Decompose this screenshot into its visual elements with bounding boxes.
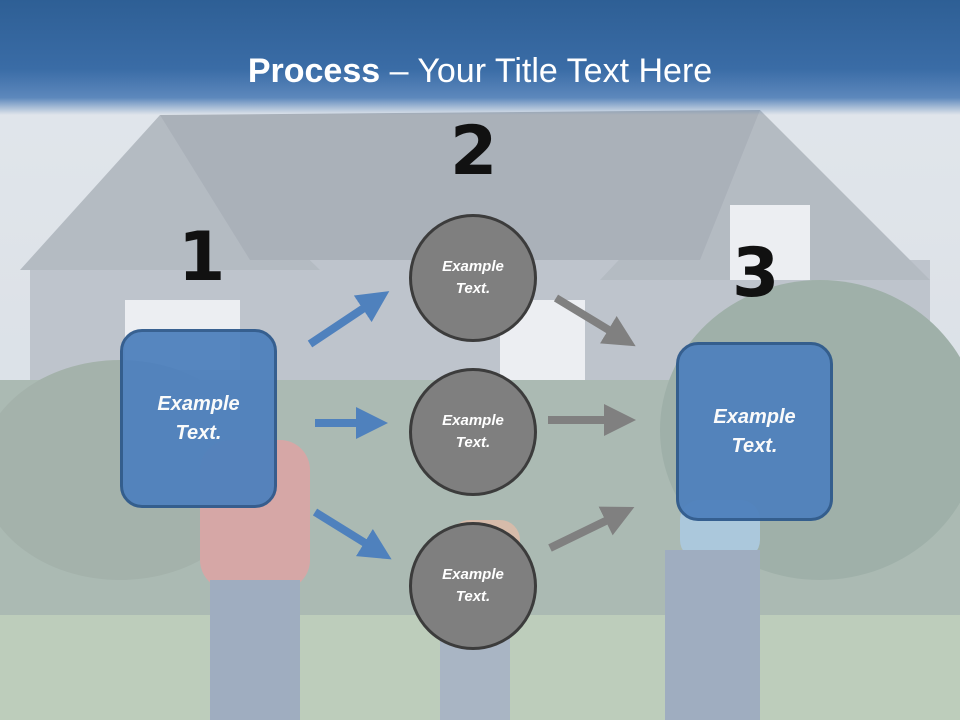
step-1-box: Example Text. <box>120 329 277 508</box>
title-bar <box>0 0 960 115</box>
step-2-circle-middle: Example Text. <box>409 368 537 496</box>
step-2-circle-bottom: Example Text. <box>409 522 537 650</box>
circle-label-middle: Example Text. <box>442 411 504 452</box>
step-number-2: 2 <box>450 112 498 191</box>
page-title: Process – Your Title Text Here <box>0 52 960 91</box>
title-bold: Process <box>247 52 381 90</box>
step-number-3: 3 <box>732 234 780 313</box>
circle-label-top: Example Text. <box>442 257 504 298</box>
arrow-1-to-2-bottom <box>312 508 392 560</box>
arrow-2-to-3-top <box>553 294 636 347</box>
step-3-label: Example Text. <box>713 405 796 457</box>
title-rest: – Your Title Text Here <box>380 52 713 90</box>
arrow-2-to-3-bottom <box>548 506 635 552</box>
step-1-label: Example Text. <box>157 392 240 444</box>
step-3-box: Example Text. <box>676 342 833 521</box>
circle-label-bottom: Example Text. <box>442 565 504 606</box>
step-2-circle-top: Example Text. <box>409 214 537 342</box>
step-number-1: 1 <box>178 218 226 297</box>
arrow-1-to-2-top <box>307 291 390 348</box>
